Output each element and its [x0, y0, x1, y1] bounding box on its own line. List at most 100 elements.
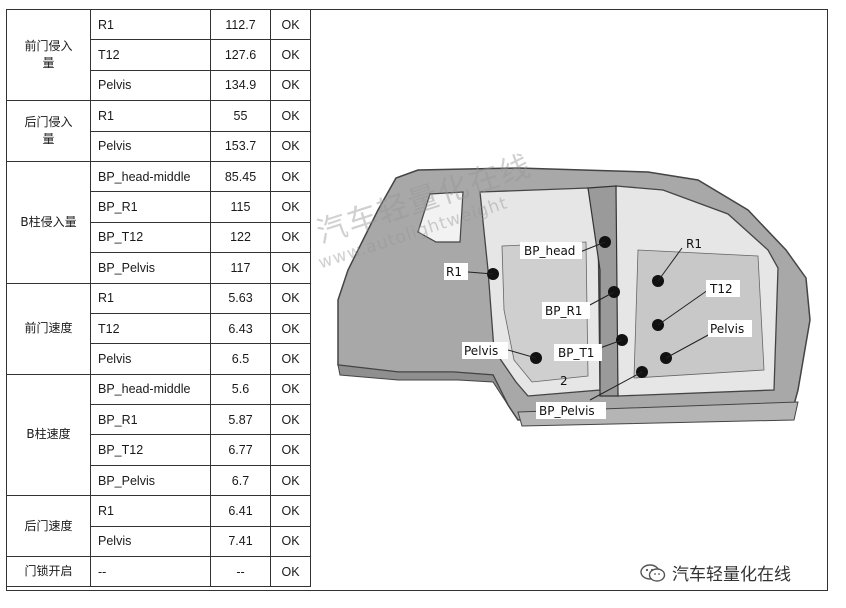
status-cell: OK: [270, 495, 311, 527]
group-cell: 后门速度: [6, 495, 91, 558]
label-r1-rear: R1: [446, 265, 462, 279]
status-cell: OK: [270, 312, 311, 345]
label-bg: [444, 263, 468, 280]
status-cell: OK: [270, 191, 311, 223]
point-cell: --: [90, 556, 211, 588]
value-cell: 7.41: [210, 525, 271, 558]
table-row: BP_T12 122 OK: [7, 221, 311, 254]
status-cell: OK: [270, 221, 311, 254]
brand-name: 汽车轻量化在线: [672, 565, 791, 585]
label-bg: [520, 242, 582, 259]
b-pillar: [587, 185, 619, 397]
point-cell: R1: [90, 495, 211, 527]
point-cell: Pelvis: [90, 525, 211, 558]
status-cell: OK: [270, 404, 311, 436]
value-cell: 122: [210, 221, 271, 254]
table-row: BP_R1 5.87 OK: [7, 404, 311, 436]
value-cell: 5.63: [210, 282, 271, 314]
group-cell: 门锁开启: [6, 556, 91, 588]
point-cell: R1: [90, 282, 211, 314]
label-bp-pelvis: BP_Pelvis: [539, 404, 595, 418]
value-cell: --: [210, 556, 271, 588]
label-t12: T12: [709, 282, 733, 296]
leader-line-pelvis-rear: [507, 349, 537, 359]
status-cell: OK: [270, 373, 311, 406]
point-cell: R1: [90, 100, 211, 132]
table-row: 后门速度 R1 6.41 OK: [6, 495, 311, 558]
label-bg: [554, 344, 602, 361]
label-bp-t1: BP_T1: [558, 346, 594, 360]
value-cell: 5.6: [210, 373, 271, 406]
label-number-2: 2: [560, 374, 568, 388]
value-cell: 112.7: [210, 8, 271, 41]
table-row: 前门侵入量 R1 112.7 OK: [6, 8, 311, 102]
point-cell: Pelvis: [90, 69, 211, 102]
point-cell: BP_Pelvis: [90, 464, 211, 497]
table-row: 后门侵入量 R1 55 OK: [6, 100, 311, 162]
label-r1-front: R1: [686, 237, 702, 251]
status-cell: OK: [270, 160, 311, 193]
status-cell: OK: [270, 464, 311, 497]
point-cell: BP_head-middle: [90, 160, 211, 193]
status-cell: OK: [270, 100, 311, 132]
status-cell: OK: [270, 69, 311, 102]
value-cell: 6.43: [210, 312, 271, 345]
value-cell: 85.45: [210, 160, 271, 193]
label-pelvis-rear: Pelvis: [464, 344, 498, 358]
table-row: 门锁开启 -- -- OK: [6, 556, 311, 588]
leader-line-bp-head: [579, 241, 606, 253]
table-row: BP_Pelvis 117 OK: [7, 252, 311, 284]
value-cell: 153.7: [210, 130, 271, 162]
table-row: Pelvis 134.9 OK: [7, 69, 311, 102]
value-cell: 134.9: [210, 69, 271, 102]
leader-line-pelvis-front: [665, 333, 711, 359]
label-bg: [706, 280, 740, 297]
value-cell: 6.77: [210, 434, 271, 466]
group-cell: B柱速度: [6, 373, 91, 497]
leader-line-r1-front: [657, 247, 683, 282]
table-row: Pelvis 153.7 OK: [7, 130, 311, 162]
point-cell: BP_Pelvis: [90, 252, 211, 284]
rear-wheel-arch: [337, 364, 509, 406]
rear-quarter-window: [417, 191, 464, 243]
group-cell: 前门速度: [6, 282, 91, 375]
group-cell: B柱侵入量: [6, 160, 91, 284]
wechat-icon: [640, 563, 666, 582]
value-cell: 6.7: [210, 464, 271, 497]
group-cell: 前门侵入量: [6, 8, 91, 102]
value-cell: 6.5: [210, 343, 271, 375]
side-sill: [517, 401, 799, 427]
point-cell: T12: [90, 312, 211, 345]
point-cell: Pelvis: [90, 130, 211, 162]
status-cell: OK: [270, 556, 311, 588]
status-cell: OK: [270, 434, 311, 466]
value-cell: 55: [210, 100, 271, 132]
table-row: Pelvis 7.41 OK: [7, 525, 311, 558]
leader-line-bp-t1: [599, 339, 623, 349]
label-pelvis-front: Pelvis: [710, 322, 744, 336]
point-cell: T12: [90, 39, 211, 71]
front-door-inner-structure: [633, 249, 765, 379]
status-cell: OK: [270, 252, 311, 284]
label-bp-head: BP_head: [524, 244, 575, 258]
table-row: T12 127.6 OK: [7, 39, 311, 71]
table-row: 前门速度 R1 5.63 OK: [6, 282, 311, 375]
label-bg: [536, 402, 606, 419]
table-row: B柱侵入量 BP_head-middle 85.45 OK: [6, 160, 311, 284]
status-cell: OK: [270, 8, 311, 41]
table-row: B柱速度 BP_head-middle 5.6 OK: [6, 373, 311, 497]
table-row: Pelvis 6.5 OK: [7, 343, 311, 375]
leader-line-bp-r1: [587, 291, 615, 307]
status-cell: OK: [270, 282, 311, 314]
results-table: 前门侵入量 R1 112.7 OK T12 127.6 OK Pelvis 13…: [6, 8, 311, 588]
point-cell: BP_T12: [90, 221, 211, 254]
vehicle-side-frame-diagram: BP_head R1 R1 BP_R1 T12 BP_T1 Pelvis Pel…: [337, 167, 811, 427]
table-row: BP_R1 115 OK: [7, 191, 311, 223]
table-row: BP_T12 6.77 OK: [7, 434, 311, 466]
point-cell: BP_R1: [90, 404, 211, 436]
point-cell: BP_R1: [90, 191, 211, 223]
value-cell: 117: [210, 252, 271, 284]
leader-line-bp-pelvis: [589, 371, 643, 401]
point-cell: Pelvis: [90, 343, 211, 375]
status-cell: OK: [270, 130, 311, 162]
